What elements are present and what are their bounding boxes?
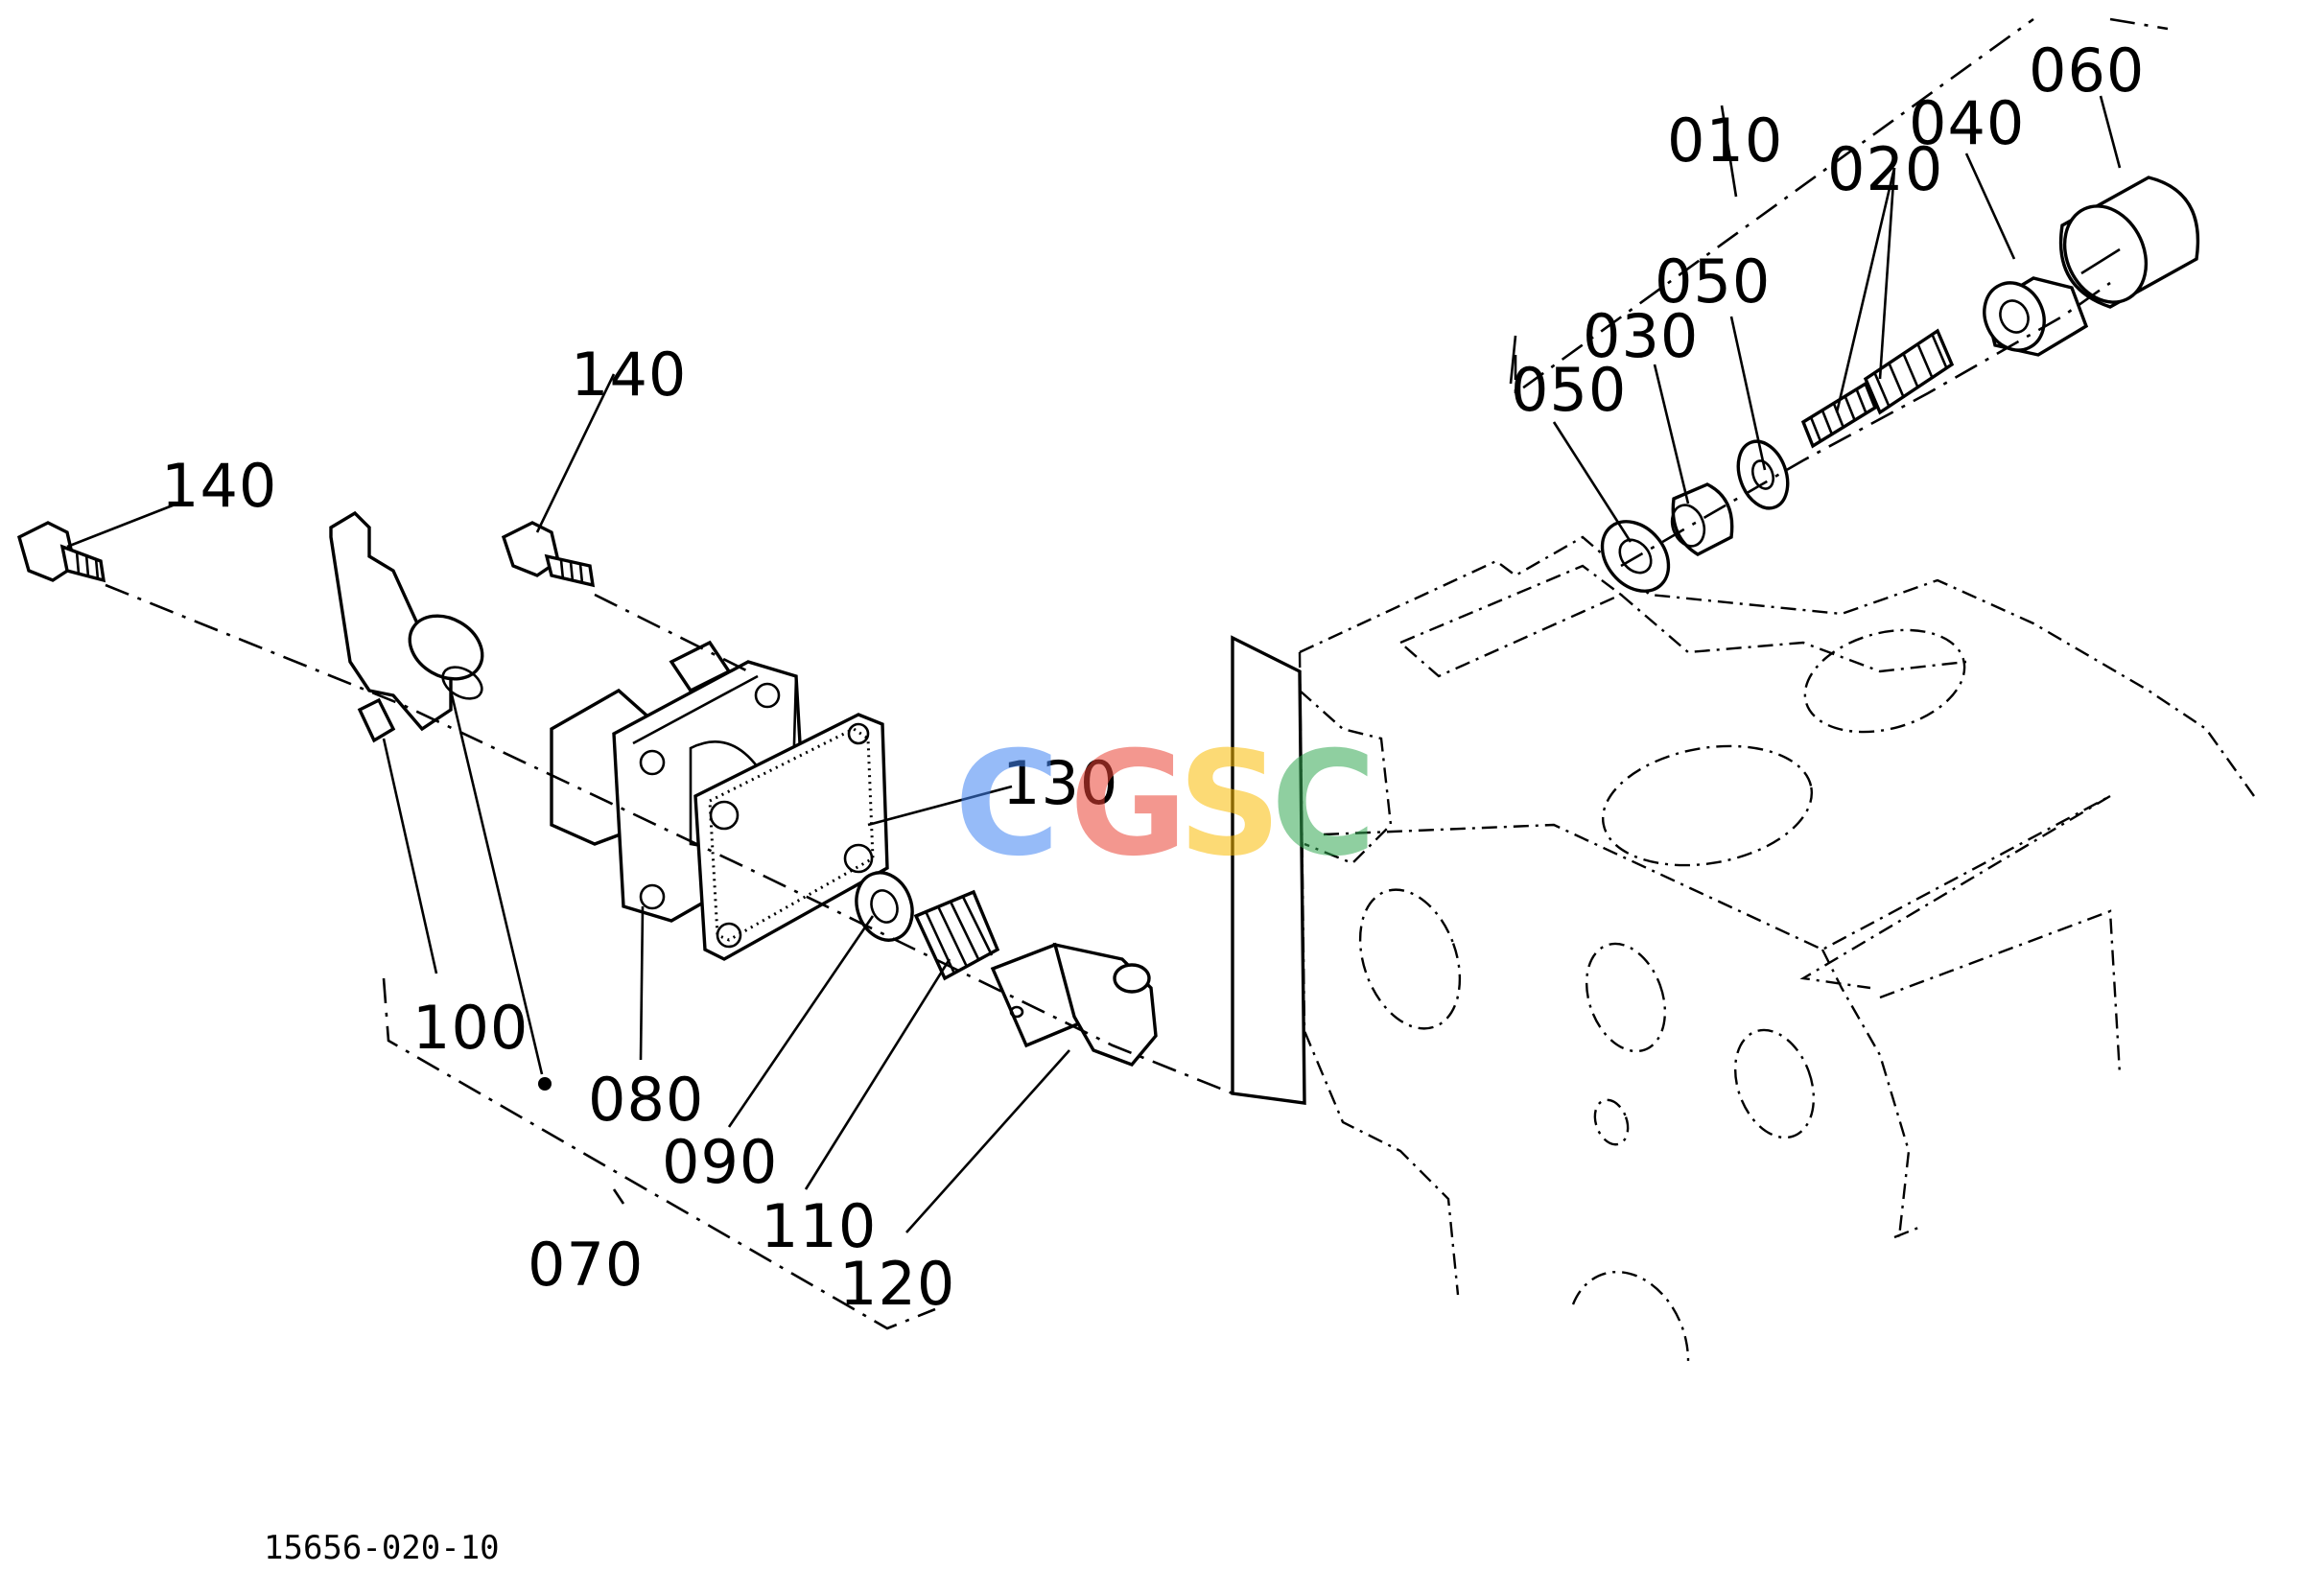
- part-140-bolt-left: [16, 521, 106, 583]
- assembly-010-boundary: [1514, 17, 2169, 396]
- figure-code: 15656-020-10: [264, 1529, 500, 1567]
- watermark-letter-c2: C: [1271, 721, 1376, 888]
- part-060-cap: [2058, 176, 2200, 309]
- part-130-gasket: [693, 713, 889, 961]
- label-100: 100: [412, 993, 529, 1063]
- part-lever-bracket: [329, 510, 484, 743]
- label-050-upper: 050: [1655, 246, 1771, 317]
- part-020-spring: [1800, 328, 1955, 449]
- watermark-letter-g: G: [1069, 721, 1187, 888]
- label-130: 130: [1002, 748, 1118, 818]
- watermark-logo: C G S C: [954, 721, 1376, 888]
- label-120: 120: [839, 1249, 955, 1319]
- label-020: 020: [1827, 134, 1943, 204]
- label-030: 030: [1583, 301, 1699, 371]
- watermark-letter-c1: C: [954, 721, 1060, 888]
- label-070: 070: [528, 1230, 644, 1300]
- leader-lines: [66, 95, 2122, 1233]
- watermark-letter-s: S: [1178, 721, 1281, 888]
- part-040-nut: [1983, 276, 2089, 357]
- label-060: 060: [2029, 35, 2145, 106]
- label-040: 040: [1909, 88, 2025, 158]
- part-110-spring: [913, 889, 1000, 981]
- part-140-bolt-middle: [501, 521, 596, 588]
- engine-block: [1231, 535, 2255, 1363]
- label-140-left: 140: [161, 451, 277, 521]
- part-120-shaft: [990, 942, 1158, 1068]
- part-090-seal: [855, 871, 914, 942]
- label-140-middle: 140: [571, 340, 687, 410]
- assembly-070-boundary: [382, 977, 936, 1330]
- axis-line-3: [1620, 281, 2111, 568]
- axis-line-2: [594, 593, 749, 673]
- label-050-lower: 050: [1511, 355, 1627, 425]
- label-010: 010: [1667, 106, 1783, 176]
- part-050-washer-upper: [1736, 439, 1790, 510]
- label-080: 080: [588, 1065, 704, 1135]
- part-030-seat: [1670, 482, 1734, 556]
- label-090: 090: [662, 1127, 778, 1197]
- label-110: 110: [761, 1191, 877, 1261]
